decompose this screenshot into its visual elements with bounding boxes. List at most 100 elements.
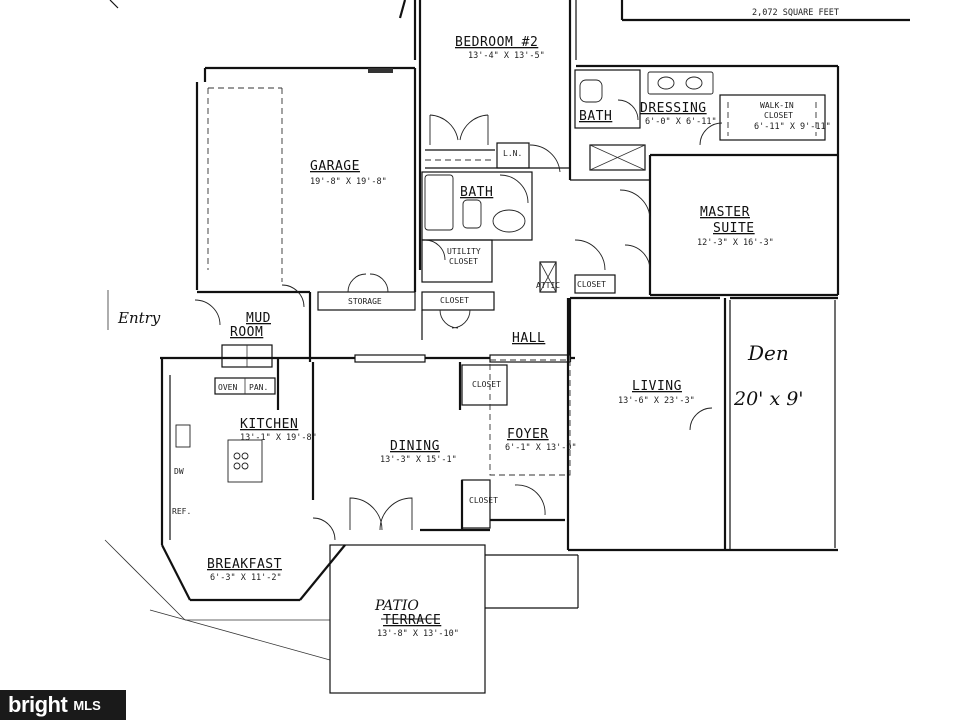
hall-closet-doors xyxy=(439,309,471,329)
kitchen-dims: 13'-1" X 19'-8" xyxy=(240,433,317,443)
bath-mid-name: BATH xyxy=(460,185,493,200)
foyer-dims: 6'-1" X 13'-9" xyxy=(505,443,577,453)
upper-bath-name: BATH xyxy=(579,109,612,124)
master-closet xyxy=(574,274,616,294)
bedroom2-closet-doors xyxy=(429,114,489,145)
bathtub xyxy=(424,174,454,231)
terrace-dims: 13'-8" X 13'-10" xyxy=(377,629,459,639)
foyer-closet-bottom xyxy=(461,479,491,529)
living-name: LIVING xyxy=(632,379,682,394)
breakfast-name: BREAKFAST xyxy=(207,557,282,572)
walkin-door xyxy=(699,122,723,146)
burner-1 xyxy=(233,452,241,460)
hall-label: HALL xyxy=(512,331,545,346)
entry-door xyxy=(194,299,221,326)
walkin-dims: 6'-11" X 9'-11" xyxy=(754,122,831,132)
storage-label: STORAGE xyxy=(348,297,382,306)
refrigerator-label: REF. xyxy=(172,507,191,516)
top-left-wall-fragment xyxy=(109,0,119,9)
upper-bath-toilet xyxy=(579,79,603,103)
attic-label: ATTIC xyxy=(536,281,560,290)
utility-door xyxy=(424,239,446,261)
pan-label: PAN. xyxy=(249,383,268,392)
watermark-suffix: MLS xyxy=(73,697,101,713)
foyer-opening xyxy=(489,354,571,363)
den-dims: 20' x 9' xyxy=(733,388,804,410)
living-den-door xyxy=(689,407,713,431)
dining-opening xyxy=(354,354,426,363)
terrace-handwritten-name: PATIO xyxy=(374,598,419,614)
living-dims: 13'-6" X 23'-3" xyxy=(618,396,695,406)
dressing-dims: 6'-0" X 6'-11" xyxy=(645,117,717,127)
terrace-outline xyxy=(329,544,486,694)
site-line-3 xyxy=(149,609,331,661)
garage-mud-door xyxy=(281,284,305,308)
master-door-2 xyxy=(624,244,651,271)
breakfast-dims: 6'-3" X 11'-2" xyxy=(210,573,282,583)
walkin-name: WALK-IN xyxy=(760,101,794,110)
attic-x xyxy=(539,261,557,293)
utility-label-2: CLOSET xyxy=(449,257,478,266)
kitchen-sink xyxy=(175,424,191,448)
bright-mls-watermark: bright MLS xyxy=(0,690,126,720)
entry-label: Entry xyxy=(117,309,161,327)
toilet xyxy=(462,199,482,229)
dressing-name: DRESSING xyxy=(640,101,707,116)
master-dims: 12'-3" X 16'-3" xyxy=(697,238,774,248)
master-closet-label: CLOSET xyxy=(577,280,606,289)
garage-name: GARAGE xyxy=(310,159,360,174)
burner-2 xyxy=(241,452,249,460)
kitchen-island xyxy=(227,439,263,483)
bedroom2-door-swing xyxy=(529,144,561,173)
bedroom2-name: BEDROOM #2 xyxy=(455,35,538,50)
vanity-sink-2 xyxy=(685,76,703,90)
foyer-closet-top-label: CLOSET xyxy=(472,380,501,389)
den-label: Den xyxy=(747,341,789,365)
dishwasher-label: DW xyxy=(174,467,184,476)
master-name: MASTER xyxy=(700,205,750,220)
breakfast-angled-wall xyxy=(161,544,191,601)
breakfast-angled-wall-right xyxy=(299,544,346,601)
foyer-closet-top xyxy=(461,364,508,406)
shower xyxy=(589,144,646,171)
walkin-name-2: CLOSET xyxy=(764,111,793,120)
master-door xyxy=(619,189,651,221)
mudroom-name-2: ROOM xyxy=(230,325,263,340)
vanity-sink-1 xyxy=(657,76,675,90)
utility-closet xyxy=(421,239,493,283)
mudroom-name: MUD xyxy=(246,311,271,326)
burner-4 xyxy=(241,462,249,470)
hall-closet xyxy=(421,291,495,311)
burner-3 xyxy=(233,462,241,470)
linen-closet xyxy=(496,142,530,169)
dining-name: DINING xyxy=(390,439,440,454)
bath-sink xyxy=(492,209,526,233)
dining-dims: 13'-3" X 15'-1" xyxy=(380,455,457,465)
top-wall-fragment xyxy=(398,0,407,19)
terrace-name: TERRACE xyxy=(383,613,441,628)
walkin-closet xyxy=(719,94,826,141)
master-name-2: SUITE xyxy=(713,221,755,236)
front-door xyxy=(514,484,546,516)
oven-label: OVEN xyxy=(218,383,237,392)
foyer-closet-bottom-label: CLOSET xyxy=(469,496,498,505)
dining-patio-doors xyxy=(349,497,413,531)
foyer-outline xyxy=(489,359,571,476)
hall-door-upper xyxy=(574,239,606,271)
bath-mid-door xyxy=(499,174,529,204)
dining-breakfast-door xyxy=(312,517,336,541)
storage-doors xyxy=(347,273,389,293)
square-feet-label: 2,072 SQUARE FEET xyxy=(752,8,839,18)
hall-closet-label: CLOSET xyxy=(440,296,469,305)
attic-hatch xyxy=(539,261,557,293)
garage-dims: 19'-8" X 19'-8" xyxy=(310,177,387,187)
storage-room xyxy=(317,291,416,311)
kitchen-name: KITCHEN xyxy=(240,417,298,432)
garage-vent xyxy=(368,68,393,73)
shower-x xyxy=(589,144,646,171)
linen-label: L.N. xyxy=(503,149,522,158)
upper-bath xyxy=(574,69,641,129)
dressing-door xyxy=(617,99,639,121)
utility-label: UTILITY xyxy=(447,247,481,256)
